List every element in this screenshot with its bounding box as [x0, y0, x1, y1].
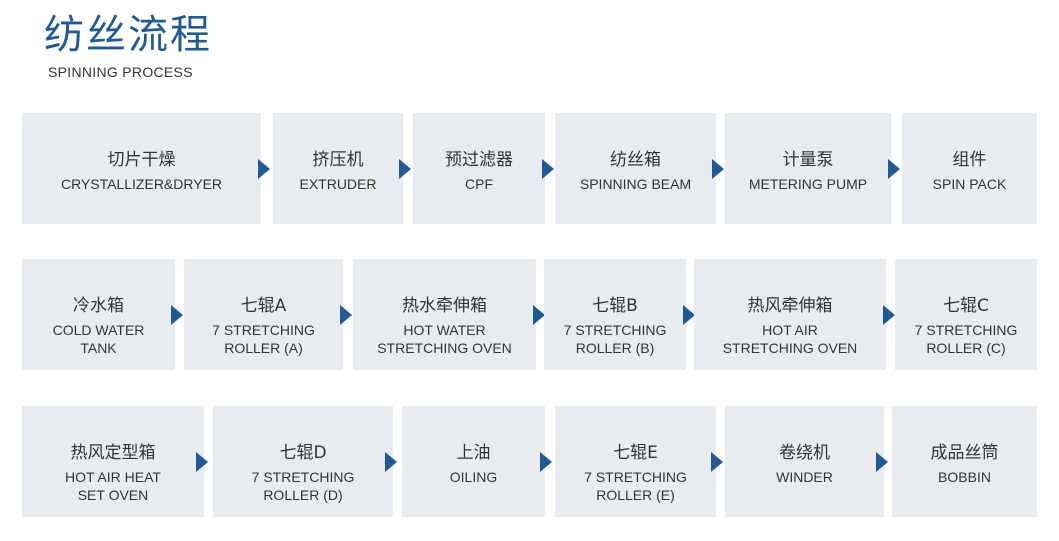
step-label-en: SPINNING BEAM — [579, 176, 692, 192]
step-stretching-roller-b: 七辊B 7 STRETCHING ROLLER (B) — [544, 259, 686, 370]
flow-arrow-icon — [340, 305, 352, 325]
step-label-cn: 卷绕机 — [779, 443, 830, 463]
step-spinning-beam: 纺丝箱 SPINNING BEAM — [555, 113, 716, 224]
step-label-en: COLD WATER TANK — [52, 322, 145, 356]
step-label-cn: 上油 — [456, 443, 491, 463]
step-hot-water-stretching-oven: 热水牵伸箱 HOT WATER STRETCHING OVEN — [353, 259, 536, 370]
step-crystallizer-dryer: 切片干燥 CRYSTALLIZER&DRYER — [22, 113, 261, 224]
page-subtitle: SPINNING PROCESS — [48, 64, 193, 80]
step-label-en: BOBBIN — [938, 469, 991, 485]
step-label-en: WINDER — [776, 469, 833, 485]
step-label-cn: 七辊E — [613, 443, 658, 463]
step-hot-air-heat-set-oven: 热风定型箱 HOT AIR HEAT SET OVEN — [22, 406, 204, 517]
step-label-en: 7 STRETCHING ROLLER (D) — [251, 469, 355, 503]
flow-arrow-icon — [683, 305, 695, 325]
flow-arrow-icon — [196, 452, 208, 472]
step-label-en: 7 STRETCHING ROLLER (C) — [914, 322, 1018, 356]
step-label-cn: 预过滤器 — [445, 150, 513, 170]
flow-arrow-icon — [258, 159, 270, 179]
step-label-cn: 计量泵 — [782, 150, 834, 170]
flow-arrow-icon — [385, 452, 397, 472]
step-label-en: HOT AIR HEAT SET OVEN — [65, 469, 161, 503]
flow-arrow-icon — [540, 452, 552, 472]
flow-arrow-icon — [883, 305, 895, 325]
step-label-cn: 热水牵伸箱 — [402, 296, 487, 316]
step-label-cn: 七辊B — [592, 296, 638, 316]
flow-arrow-icon — [876, 452, 888, 472]
step-spin-pack: 组件 SPIN PACK — [902, 113, 1037, 224]
step-label-cn: 成品丝筒 — [930, 443, 999, 463]
step-label-en: OILING — [449, 469, 498, 485]
flow-arrow-icon — [171, 305, 183, 325]
step-label-en: HOT AIR STRETCHING OVEN — [722, 322, 858, 356]
process-row-3: 热风定型箱 HOT AIR HEAT SET OVEN 七辊D 7 STRETC… — [0, 406, 1059, 517]
step-label-en: 7 STRETCHING ROLLER (B) — [563, 322, 667, 356]
flow-arrow-icon — [399, 159, 411, 179]
step-label-en: CRYSTALLIZER&DRYER — [60, 176, 223, 192]
step-stretching-roller-a: 七辊A 7 STRETCHING ROLLER (A) — [184, 259, 343, 370]
step-label-cn: 七辊C — [943, 296, 989, 316]
step-oiling: 上油 OILING — [402, 406, 545, 517]
step-label-en: SPIN PACK — [932, 176, 1007, 192]
step-stretching-roller-e: 七辊E 7 STRETCHING ROLLER (E) — [555, 406, 716, 517]
step-label-cn: 热风牵伸箱 — [747, 296, 833, 316]
flow-arrow-icon — [533, 305, 545, 325]
step-label-cn: 七辊A — [240, 296, 287, 316]
flow-arrow-icon — [711, 452, 723, 472]
step-label-cn: 热风定型箱 — [70, 443, 156, 463]
step-extruder: 挤压机 EXTRUDER — [273, 113, 403, 224]
step-label-en: EXTRUDER — [299, 176, 377, 192]
step-cold-water-tank: 冷水箱 COLD WATER TANK — [22, 259, 175, 370]
step-label-cn: 挤压机 — [312, 150, 364, 170]
step-label-en: CPF — [465, 176, 493, 192]
process-row-2: 冷水箱 COLD WATER TANK 七辊A 7 STRETCHING ROL… — [0, 259, 1059, 370]
step-label-en: 7 STRETCHING ROLLER (A) — [212, 322, 315, 356]
page-title: 纺丝流程 — [44, 12, 212, 58]
flow-arrow-icon — [542, 159, 554, 179]
step-label-cn: 组件 — [952, 150, 987, 170]
step-label-cn: 纺丝箱 — [610, 150, 661, 170]
flow-arrow-icon — [712, 159, 724, 179]
step-hot-air-stretching-oven: 热风牵伸箱 HOT AIR STRETCHING OVEN — [694, 259, 886, 370]
step-label-en: HOT WATER STRETCHING OVEN — [377, 322, 512, 356]
step-bobbin: 成品丝筒 BOBBIN — [892, 406, 1037, 517]
process-row-1: 切片干燥 CRYSTALLIZER&DRYER 挤压机 EXTRUDER 预过滤… — [0, 113, 1059, 224]
step-stretching-roller-c: 七辊C 7 STRETCHING ROLLER (C) — [895, 259, 1037, 370]
step-label-cn: 七辊D — [279, 443, 327, 463]
step-label-en: METERING PUMP — [748, 176, 868, 192]
step-label-cn: 切片干燥 — [107, 150, 176, 170]
step-winder: 卷绕机 WINDER — [725, 406, 884, 517]
step-cpf: 预过滤器 CPF — [413, 113, 545, 224]
flow-arrow-icon — [888, 159, 900, 179]
step-label-cn: 冷水箱 — [73, 296, 124, 316]
step-metering-pump: 计量泵 METERING PUMP — [725, 113, 891, 224]
step-stretching-roller-d: 七辊D 7 STRETCHING ROLLER (D) — [213, 406, 393, 517]
step-label-en: 7 STRETCHING ROLLER (E) — [584, 469, 687, 503]
